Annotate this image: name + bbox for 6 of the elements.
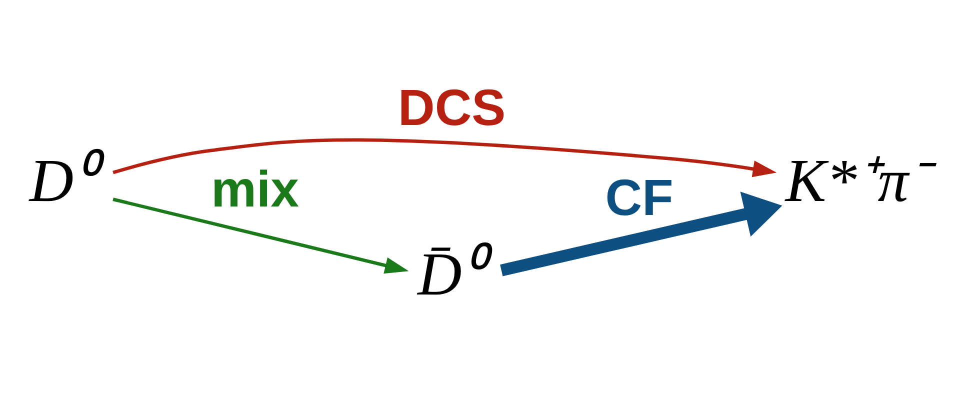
arrow xyxy=(500,192,782,276)
edge-label: mix xyxy=(210,160,298,218)
arrow xyxy=(112,138,776,178)
edge-label: CF xyxy=(604,169,673,226)
edge-label: DCS xyxy=(398,79,506,136)
arrow xyxy=(112,198,408,274)
